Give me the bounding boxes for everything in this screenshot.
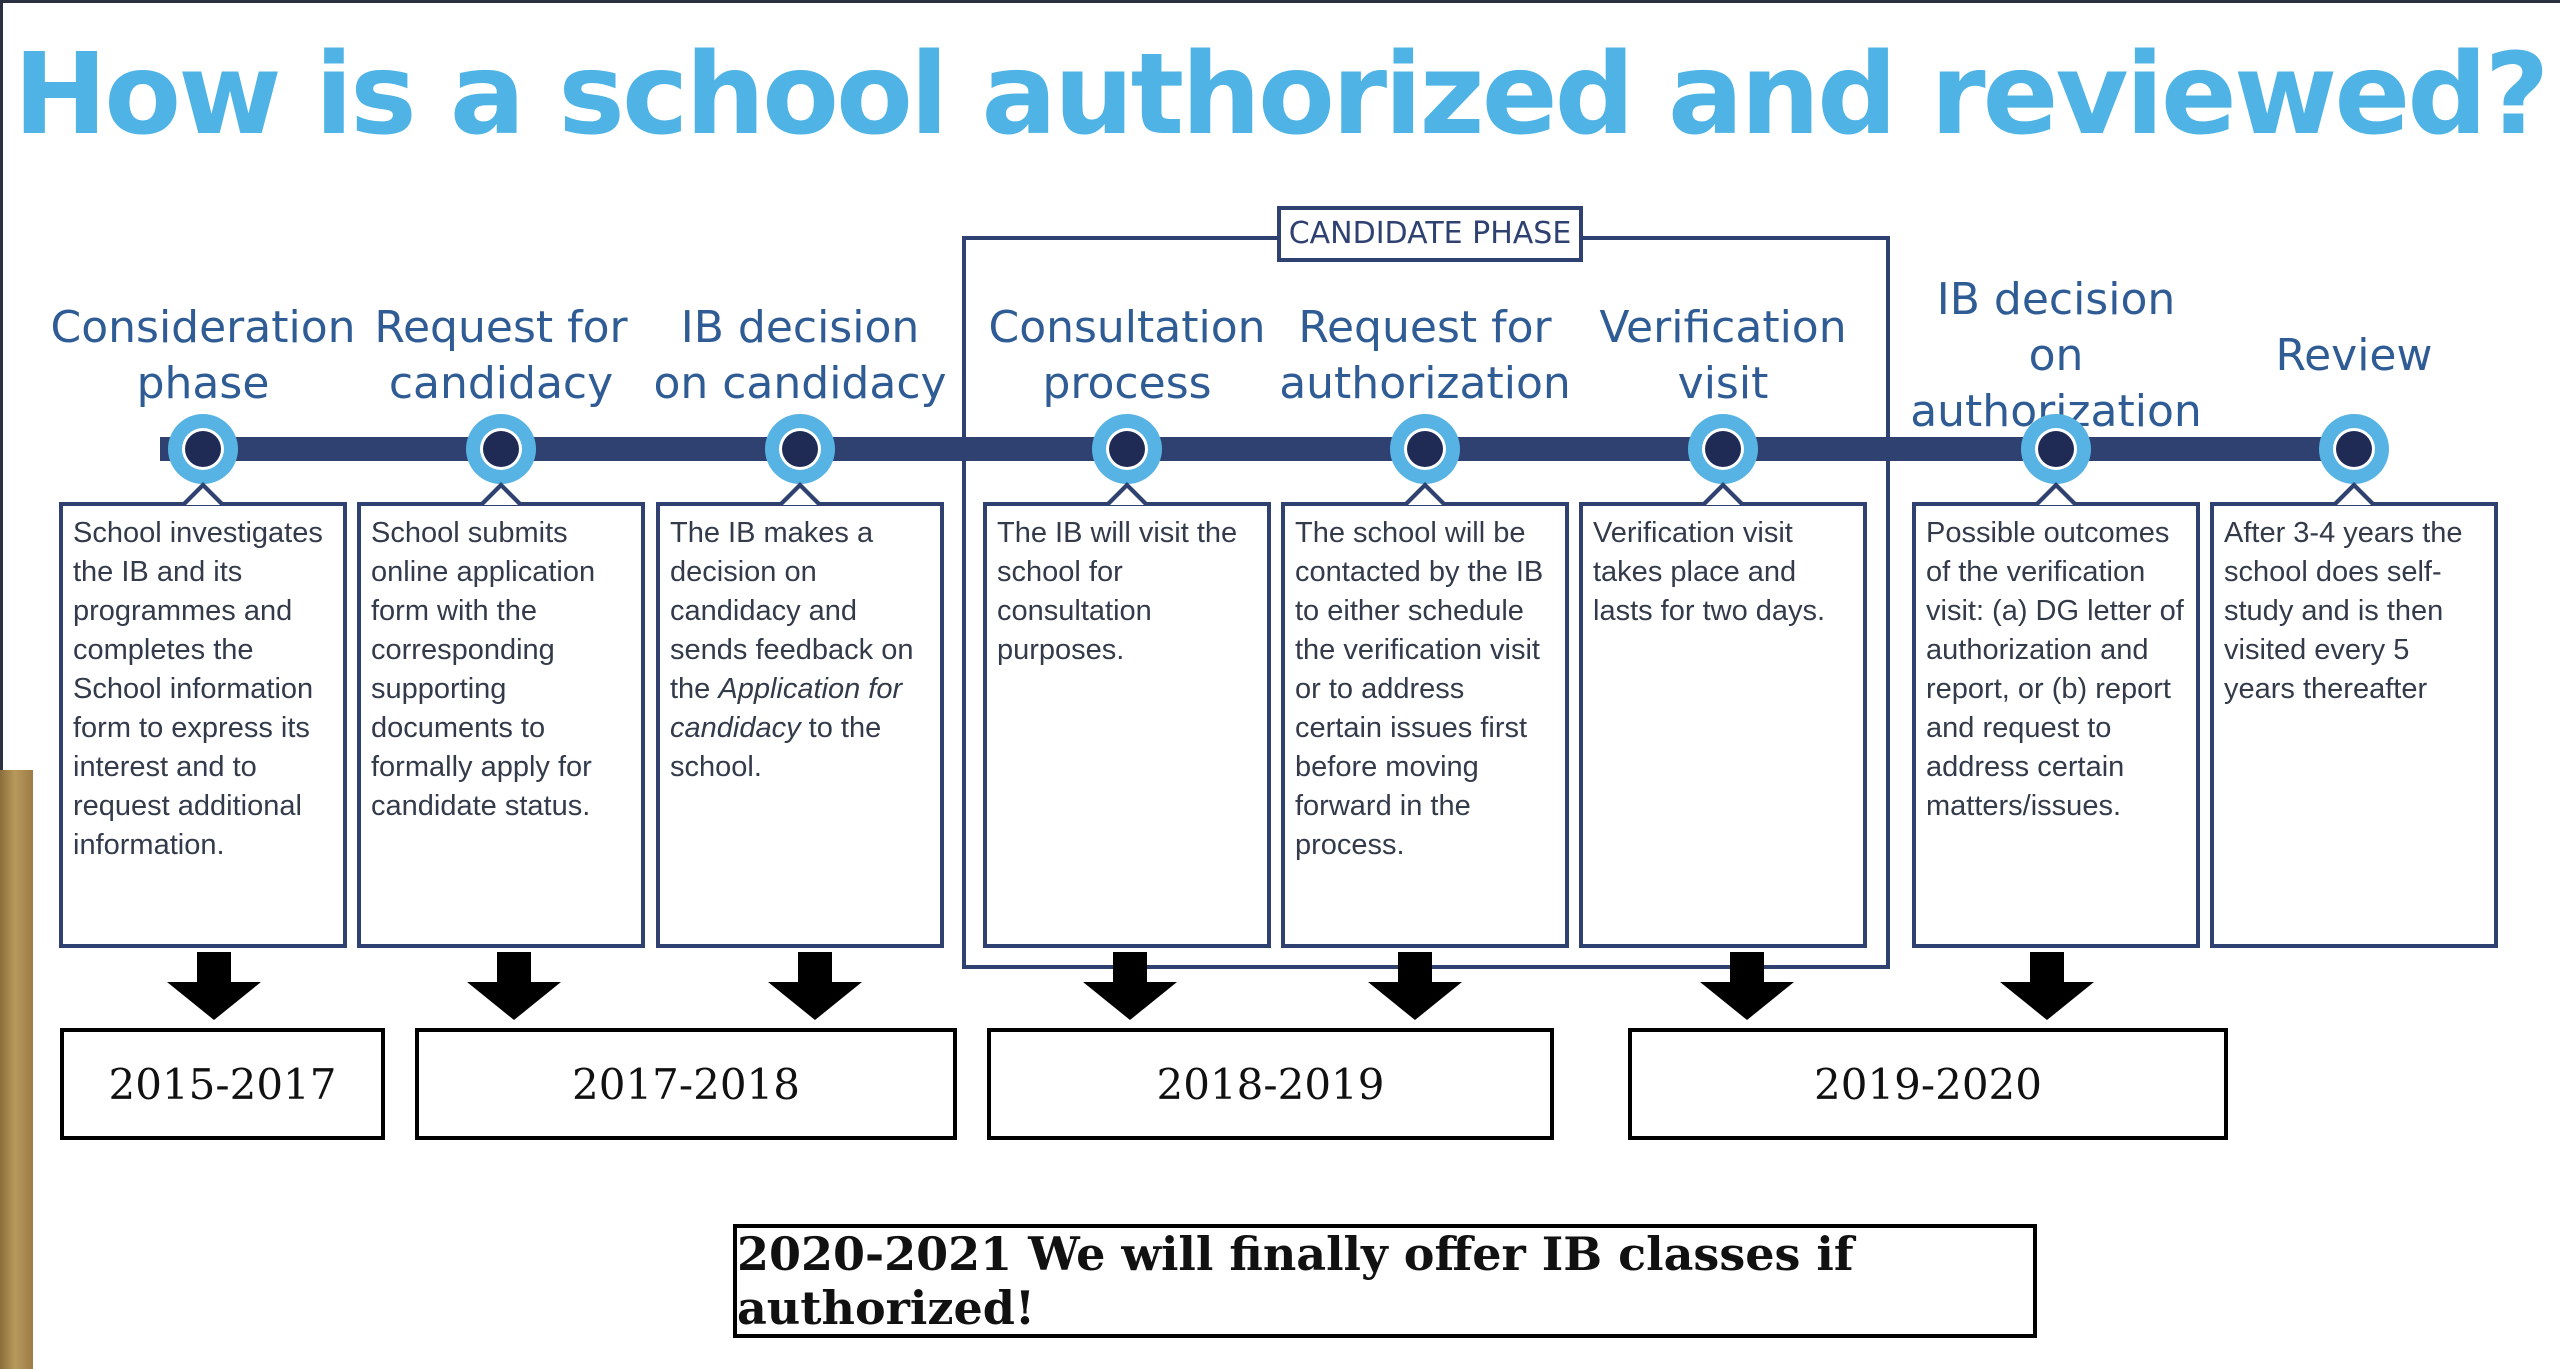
- arrow-down-icon: [1700, 952, 1794, 1020]
- phase-description: School submits online application form w…: [371, 517, 596, 822]
- phase-description: After 3-4 years the school does self-stu…: [2224, 517, 2463, 705]
- phase-title-request-candidacy: Request for candidacy: [374, 302, 628, 409]
- page-title: How is a school authorized and reviewed?: [13, 30, 2550, 160]
- timeline-node: [1688, 414, 1758, 484]
- year-range-box: 2018-2019: [987, 1028, 1554, 1140]
- phase-description: Verification visit takes place and lasts…: [1593, 517, 1826, 627]
- phase-description-box: Possible outcomes of the verification vi…: [1912, 482, 2200, 948]
- slide-border-left: [0, 0, 3, 770]
- phase-title-review: Review: [2275, 330, 2433, 381]
- phase-description-box: Verification visit takes place and lasts…: [1579, 482, 1867, 948]
- phase-description-box: School investigates the IB and its progr…: [59, 482, 347, 948]
- timeline-node: [466, 414, 536, 484]
- phase-description: The IB makes a decision on candidacy and…: [670, 517, 914, 783]
- timeline-node: [1390, 414, 1460, 484]
- timeline-node: [168, 414, 238, 484]
- phase-description-box: The school will be contacted by the IB t…: [1281, 482, 1569, 948]
- timeline-node: [765, 414, 835, 484]
- arrow-down-icon: [1083, 952, 1177, 1020]
- year-range-box: 2017-2018: [415, 1028, 957, 1140]
- arrow-down-icon: [768, 952, 862, 1020]
- phase-title-ib-decision-authorization: IB decision on authorization: [1910, 274, 2202, 437]
- timeline-node: [1092, 414, 1162, 484]
- phase-description-box: The IB makes a decision on candidacy and…: [656, 482, 944, 948]
- phase-title-request-authorization: Request for authorization: [1279, 302, 1571, 409]
- year-range-box: 2015-2017: [60, 1028, 385, 1140]
- phase-description: The IB will visit the school for consult…: [997, 517, 1238, 666]
- phase-description: The school will be contacted by the IB t…: [1295, 517, 1544, 861]
- phase-title-ib-decision-candidacy: IB decision on candidacy: [653, 302, 947, 409]
- arrow-down-icon: [167, 952, 261, 1020]
- candidate-phase-label: CANDIDATE PHASE: [1277, 206, 1583, 262]
- phase-title-consideration: Consideration phase: [50, 302, 356, 409]
- timeline-node: [2319, 414, 2389, 484]
- gold-accent-strip: [0, 770, 33, 1369]
- final-note-box: 2020-2021 We will finally offer IB class…: [733, 1224, 2037, 1338]
- phase-title-verification-visit: Verification visit: [1599, 302, 1847, 409]
- phase-description-box: The IB will visit the school for consult…: [983, 482, 1271, 948]
- slide-border-top: [0, 0, 2560, 3]
- arrow-down-icon: [467, 952, 561, 1020]
- year-range-box: 2019-2020: [1628, 1028, 2228, 1140]
- phase-description: Possible outcomes of the verification vi…: [1926, 517, 2184, 822]
- arrow-down-icon: [1368, 952, 1462, 1020]
- phase-title-consultation: Consultation process: [988, 302, 1266, 409]
- phase-description-box: After 3-4 years the school does self-stu…: [2210, 482, 2498, 948]
- phase-description: School investigates the IB and its progr…: [73, 517, 323, 861]
- timeline-node: [2021, 414, 2091, 484]
- arrow-down-icon: [2000, 952, 2094, 1020]
- phase-description-box: School submits online application form w…: [357, 482, 645, 948]
